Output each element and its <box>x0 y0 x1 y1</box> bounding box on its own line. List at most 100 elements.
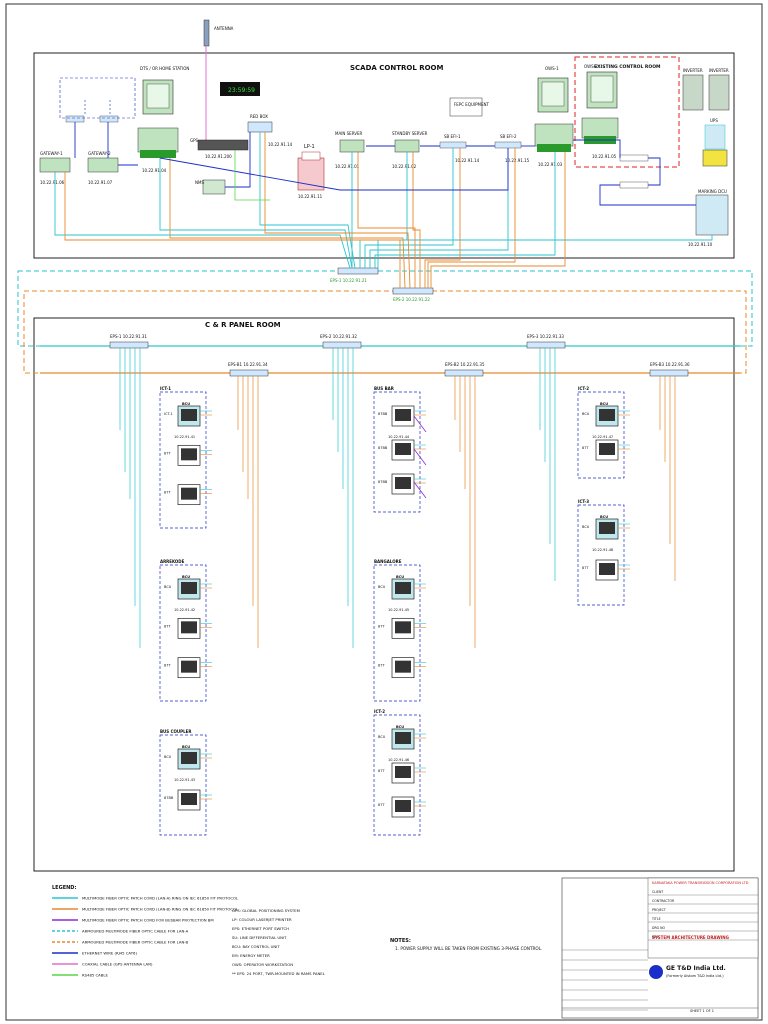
svg-text:1. POWER SUPPLY WILL BE TAKEN: 1. POWER SUPPLY WILL BE TAKEN FROM EXIST… <box>395 946 542 951</box>
svg-text:INVERTER: INVERTER <box>683 68 703 73</box>
tb-row-label: TITLE <box>651 917 661 921</box>
ows-1-workstation <box>534 77 574 152</box>
lan-b-link-0 <box>64 172 401 288</box>
relay-label: 87T <box>582 446 589 450</box>
relay-screen <box>599 443 615 455</box>
busbar-link <box>413 448 427 466</box>
bay-ip: 10.22.91.45 <box>388 608 409 612</box>
scada-room-title: SCADA CONTROL ROOM <box>350 64 444 72</box>
marking-dcu <box>695 194 729 236</box>
legend-abbr: ** EPS: 24 PORT, TWR-MOUNTED IN RAMS PAN… <box>232 971 326 976</box>
svg-text:10.22.91.06: 10.22.91.06 <box>40 180 65 185</box>
relay-screen <box>599 522 615 534</box>
antenna-icon: ANTENNA <box>203 19 234 47</box>
bay-ip: 10.22.91.46 <box>388 758 409 762</box>
legend-abbr: SU: LINE DIFFERENTIAL UNIT <box>232 935 287 940</box>
eps-s2-switch <box>322 341 362 349</box>
eps-b2-switch <box>444 369 484 377</box>
svg-text:RED BOX: RED BOX <box>250 114 268 119</box>
relay-screen <box>395 660 411 673</box>
svg-text:SHEET 1 OF 1: SHEET 1 OF 1 <box>690 1009 714 1013</box>
svg-text:SYSTEM ARCHITECTURE DRAWING: SYSTEM ARCHITECTURE DRAWING <box>652 935 729 940</box>
bay-title: BUS COUPLER <box>160 729 191 734</box>
relay-screen <box>395 443 411 455</box>
lan-a-link-5 <box>364 148 454 268</box>
svg-text:10.22.91.200: 10.22.91.200 <box>205 154 232 159</box>
relay-label: 87BB <box>378 412 388 416</box>
relay-label: 87BB <box>164 796 174 800</box>
svg-text:10.22.91.07: 10.22.91.07 <box>88 180 113 185</box>
gateway-1 <box>39 157 71 173</box>
bay-ip: 10.22.91.48 <box>592 548 613 552</box>
lan-b-link-6 <box>427 148 516 288</box>
inverter-1 <box>682 74 704 111</box>
ethernet-link-11 <box>648 157 661 186</box>
relay-screen <box>599 563 615 575</box>
existing-room-title: EXISTING CONTROL ROOM <box>594 64 661 70</box>
relay-label: BCU <box>378 585 386 589</box>
lan-a-link-1 <box>159 158 353 269</box>
svg-text:MAIN SERVER: MAIN SERVER <box>335 131 363 136</box>
relay-label: 87T <box>378 769 385 773</box>
relay-screen <box>181 409 197 421</box>
lan-a-link-2 <box>259 132 356 269</box>
svg-text:GE T&D India Ltd.: GE T&D India Ltd. <box>666 965 726 972</box>
gw-switch-2 <box>99 115 119 123</box>
svg-text:EPS-B2 10.22.91.35: EPS-B2 10.22.91.35 <box>445 362 485 367</box>
bay-box <box>577 504 625 606</box>
tb-row-label: DRG NO <box>652 926 666 930</box>
relay-label: 87T <box>582 566 589 570</box>
legend-abbr: BCU: BAY CONTROL UNIT <box>232 944 280 949</box>
lan-a-link-7 <box>374 152 556 268</box>
legend: LEGEND: MULTIMODE FIBER OPTIC PATCH CORD… <box>52 885 542 978</box>
relay-label: 87T <box>164 451 171 455</box>
lan-b-link-2 <box>264 132 411 289</box>
lan-b-link-3 <box>357 152 416 288</box>
busbar-link <box>413 415 427 433</box>
svg-text:GPS: GPS <box>190 138 199 143</box>
rs485-link <box>234 150 270 201</box>
bay-box <box>373 391 421 513</box>
eps-2-switch <box>392 287 434 295</box>
cr-room-title: C & R PANEL ROOM <box>205 321 281 329</box>
bay-box <box>159 391 207 529</box>
bay-title: ICT-3 <box>578 499 589 504</box>
ows-2-workstation <box>581 71 619 144</box>
lan-b-link-5 <box>424 148 461 288</box>
existing-switch-1 <box>619 154 649 162</box>
tb-row-label: CONTRACTOR <box>652 899 675 903</box>
svg-text:GATEWAY-1: GATEWAY-1 <box>40 151 63 156</box>
svg-text:ANTENNA: ANTENNA <box>214 26 234 31</box>
lan-a-link-8 <box>377 235 713 268</box>
legend-text: RS485 CABLE <box>82 973 108 978</box>
svg-text:10.22.91.04: 10.22.91.04 <box>142 168 167 173</box>
svg-text:KARNATAKA POWER TRANSMISSION C: KARNATAKA POWER TRANSMISSION CORPORATION… <box>652 881 749 885</box>
svg-text:OWS-1: OWS-1 <box>545 66 559 71</box>
svg-text:(Formerly Alstom T&D India Ltd: (Formerly Alstom T&D India Ltd.) <box>666 974 724 978</box>
relay-label: 87BB <box>378 480 388 484</box>
svg-text:EPS-1 10.22.91.31: EPS-1 10.22.91.31 <box>110 334 147 339</box>
relay-screen <box>395 582 411 594</box>
nms-unit <box>202 179 226 195</box>
legend-text: MULTIMODE FIBER OPTIC PATCH CORD FOR BUS… <box>82 918 214 923</box>
lan-a-ring <box>17 270 753 347</box>
ethernet-link-10 <box>573 139 621 158</box>
lan-b-link-4 <box>412 152 421 288</box>
svg-text:EPS-3 10.22.91.33: EPS-3 10.22.91.33 <box>527 334 564 339</box>
scada-room-box <box>33 52 735 259</box>
bcu-label: BCU <box>182 575 190 579</box>
lan-b-link-1 <box>169 158 406 289</box>
bay-title: BANGALORE <box>374 559 402 564</box>
svg-text:EPS-B3 10.22.91.36: EPS-B3 10.22.91.36 <box>650 362 690 367</box>
gateway-2 <box>87 157 119 173</box>
relay-screen <box>181 448 197 461</box>
lan-a-link-6 <box>369 148 509 268</box>
ethernet-link-9 <box>453 148 509 191</box>
legend-abbr: OWS: OPERATOR WORKSTATION <box>232 962 293 967</box>
bay-ip: 10.22.91.43 <box>174 778 195 782</box>
svg-text:UPS: UPS <box>710 118 718 123</box>
svg-text:10.22.91.03: 10.22.91.03 <box>538 162 563 167</box>
